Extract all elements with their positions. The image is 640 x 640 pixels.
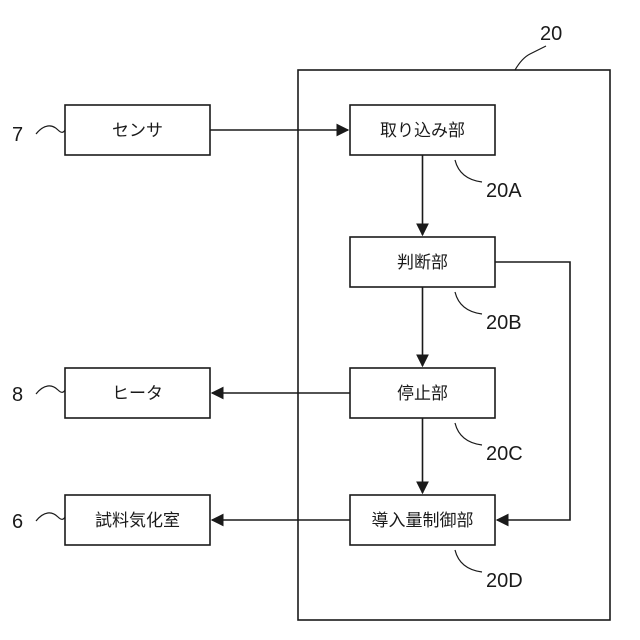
intake-ref-leader	[455, 160, 482, 182]
heater-ref: 8	[12, 384, 23, 406]
judge-to-flow-control-arrow	[495, 262, 570, 520]
controller-ref-leader	[515, 46, 546, 70]
judge-ref-leader	[455, 292, 482, 314]
sensor-label: センサ	[112, 121, 163, 141]
flow-control-ref-leader	[455, 550, 482, 572]
vaporizer-ref-leader	[36, 513, 65, 521]
heater-label: ヒータ	[112, 384, 163, 404]
sensor-ref: 7	[12, 124, 23, 146]
stop-ref-leader	[455, 423, 482, 445]
vaporizer-label: 試料気化室	[95, 511, 180, 531]
intake-ref: 20A	[486, 180, 522, 202]
stop-ref: 20C	[486, 443, 523, 465]
flow-control-ref: 20D	[486, 570, 523, 592]
judge-label: 判断部	[397, 253, 448, 273]
controller-ref: 20	[540, 23, 562, 45]
stop-label: 停止部	[397, 384, 448, 404]
vaporizer-ref: 6	[12, 511, 23, 533]
heater-ref-leader	[36, 386, 65, 394]
sensor-ref-leader	[36, 126, 65, 134]
flow-control-label: 導入量制御部	[372, 511, 474, 531]
judge-ref: 20B	[486, 312, 522, 334]
intake-label: 取り込み部	[380, 121, 465, 141]
